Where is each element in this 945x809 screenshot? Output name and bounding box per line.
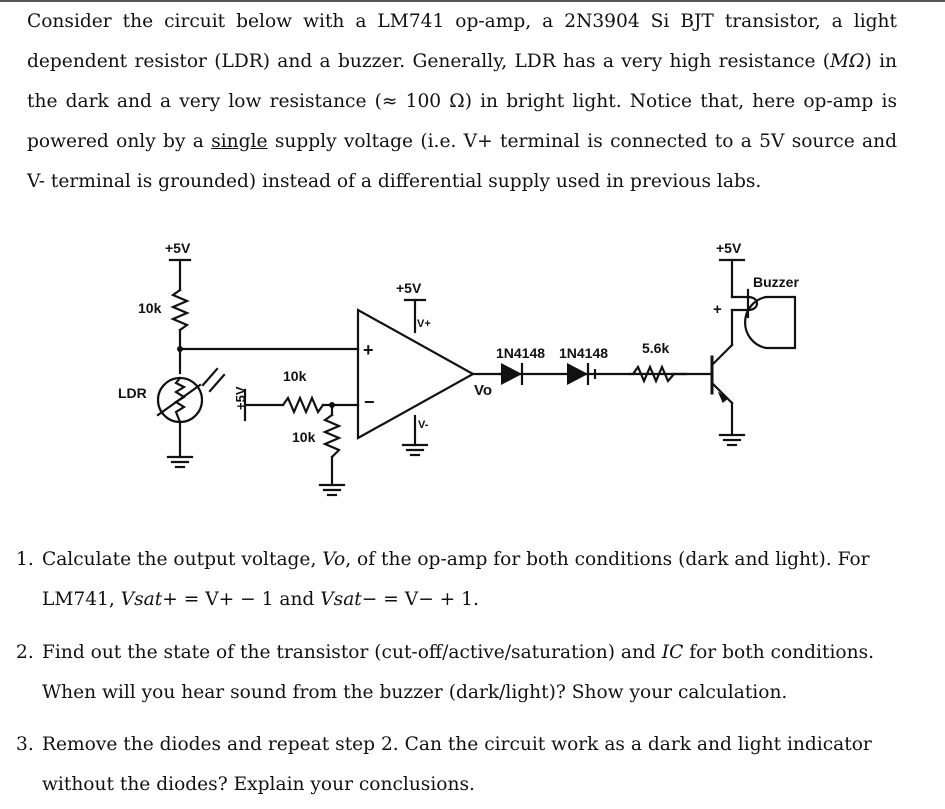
resistor-10k-top	[170, 288, 190, 332]
diode2-label: 1N4148	[559, 345, 608, 361]
vsat-minus-symbol: Vsat−	[320, 589, 378, 610]
intro-text-2: ) in the dark and a very low resistance …	[27, 51, 897, 152]
vplus-label: V+	[417, 318, 431, 330]
buzzer-plus-label: +	[713, 301, 722, 318]
resistor-10k-div-top	[281, 395, 325, 415]
r-base-label: 5.6k	[642, 340, 669, 356]
diode-1	[501, 363, 522, 385]
r-div-bottom-label: 10k	[292, 429, 316, 445]
diode1-label: 1N4148	[496, 345, 545, 361]
question-number: 3.	[16, 734, 34, 755]
ic-symbol: IC	[661, 642, 684, 663]
buzzer-label: Buzzer	[753, 274, 799, 290]
vsat-plus-symbol: Vsat+	[120, 589, 178, 610]
question-number: 1.	[16, 549, 34, 570]
q1-eq-1: = V+ − 1 and	[177, 589, 321, 610]
question-2: 2. Find out the state of the transistor …	[16, 633, 876, 713]
opamp-triangle	[356, 308, 476, 440]
r-top-label: 10k	[138, 300, 162, 316]
q1-text-c: LM741,	[42, 589, 121, 610]
buzzer-symbol	[744, 288, 797, 350]
intro-text-3: supply voltage (i.e. V+ terminal is conn…	[27, 131, 897, 192]
r-div-top-label: 10k	[283, 368, 307, 384]
plus-input-label: +	[363, 340, 374, 360]
vo-label: Vo	[474, 382, 492, 399]
q3-text-a: Remove the diodes and repeat step 2. Can…	[42, 734, 872, 755]
diode-2	[567, 363, 588, 385]
megaohm-symbol: MΩ	[830, 51, 865, 72]
question-1: 1. Calculate the output voltage, Vo, of …	[16, 540, 876, 620]
pot-supply-label: +5V	[233, 386, 248, 410]
q1-eq-2: = V− + 1.	[377, 589, 479, 610]
q1-text-a: Calculate the output voltage,	[42, 549, 323, 570]
intro-text-1: Consider the circuit below with a LM741 …	[27, 11, 897, 72]
q2-text-b: for both conditions.	[683, 642, 875, 663]
vo-symbol: Vo	[322, 549, 346, 570]
ldr-supply-label: +5V	[165, 240, 191, 256]
q3-text-b: without the diodes? Explain your conclus…	[42, 774, 475, 795]
intro-paragraph: Consider the circuit below with a LM741 …	[27, 2, 897, 202]
top-rule	[0, 0, 945, 2]
question-3: 3. Remove the diodes and repeat step 2. …	[16, 725, 876, 805]
circuit-diagram: +5V 10k LDR +5V 10k 10k +5V V+ V- + − Vo…	[118, 240, 799, 497]
ldr-label: LDR	[118, 385, 147, 401]
single-underlined: single	[211, 131, 268, 152]
buzzer-supply-label: +5V	[716, 240, 742, 256]
resistor-5k6	[631, 364, 676, 384]
question-number: 2.	[16, 642, 34, 663]
vminus-label: V-	[418, 419, 429, 431]
minus-input-label: −	[364, 392, 375, 412]
q2-text-c: When will you hear sound from the buzzer…	[42, 682, 788, 703]
q2-text-a: Find out the state of the transistor (cu…	[42, 642, 662, 663]
resistor-10k-div-bottom	[322, 413, 342, 459]
opamp-supply-label: +5V	[396, 280, 422, 296]
q1-text-b: , of the op-amp for both conditions (dar…	[345, 549, 870, 570]
